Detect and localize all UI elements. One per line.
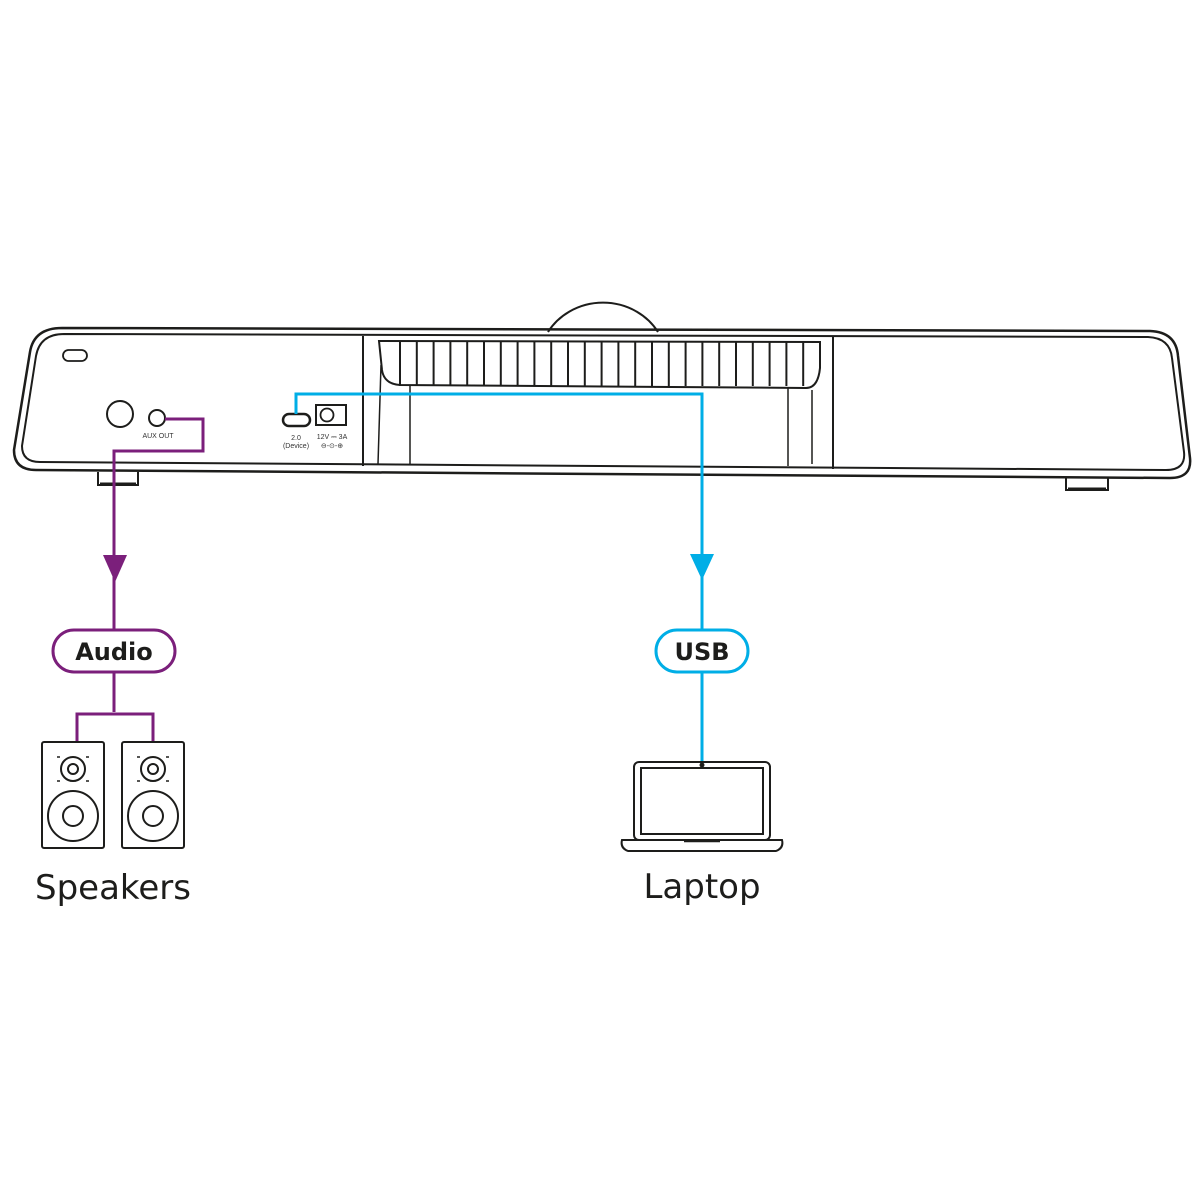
usb-label: USB [674,638,729,666]
video-bar-device [12,301,1192,491]
laptop-icon [620,761,784,852]
aux-out-label: AUX OUT [142,433,174,440]
power-port [315,404,347,426]
usb-label-pill: USB [654,628,750,674]
speakers-icon [41,741,185,849]
usb-c-port [281,412,312,428]
left-speaker-icon [41,741,105,849]
laptop-label: Laptop [643,867,760,907]
aux-out-port [148,409,166,427]
audio-label-pill: Audio [51,628,177,674]
audio-cable [75,417,205,742]
usb-cable [294,392,704,765]
usb-host-port [106,400,134,428]
device-inner-shell [20,332,1186,472]
audio-arrow-icon [103,555,127,582]
speaker-grille [377,339,821,466]
usb-port-label-mode: (Device) [283,443,309,450]
right-speaker-icon [121,741,185,849]
camera-dome [547,301,659,333]
power-port-label: 12V ⎓ 3A [317,434,348,441]
audio-label: Audio [75,638,153,666]
usb-arrow-icon [690,554,714,580]
indicator-led [62,349,88,362]
usb-port-label-version: 2.0 [291,435,301,442]
device-outer-shell [12,326,1192,480]
speakers-label: Speakers [35,868,191,908]
power-polarity-label: ⊖-⊙-⊕ [321,443,343,450]
